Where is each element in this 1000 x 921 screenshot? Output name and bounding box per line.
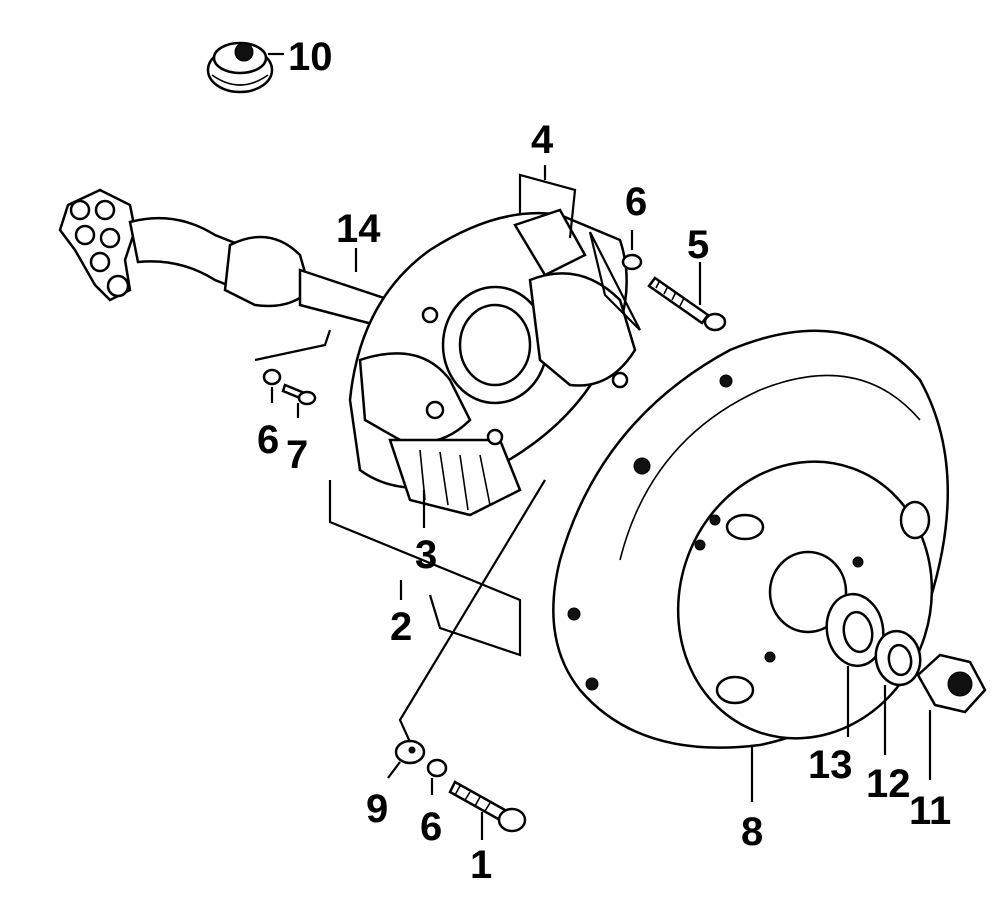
flywheel [552,329,950,749]
callout-3: 3 [415,533,437,577]
callout-7: 7 [286,433,308,477]
callout-1: 1 [470,843,492,887]
callout-14: 14 [336,207,381,251]
washer-9 [394,739,426,765]
screw-7 [281,383,317,406]
wire-harness [58,188,397,332]
callout-5: 5 [687,223,709,267]
callout-11: 11 [909,789,951,833]
lock-washer-12 [874,629,922,687]
leader-lines [254,52,932,840]
callout-4: 4 [531,118,554,162]
screw-1 [448,780,527,833]
washer-6-bottom [426,758,448,778]
callout-10: 10 [288,35,333,79]
stator-plate [348,208,637,517]
callout-6-top: 6 [625,180,647,224]
grommet [206,41,274,94]
washer-6-top [621,253,643,271]
callout-13: 13 [808,743,853,787]
callout-6-left: 6 [257,418,279,462]
screw-5 [647,276,727,332]
nut-11 [916,653,987,714]
washer-13 [825,592,885,668]
callout-6-bottom: 6 [420,805,442,849]
callout-labels: 10 14 4 6 5 6 7 3 2 9 6 1 8 13 12 11 [257,35,951,887]
callout-8: 8 [741,810,763,854]
callout-9: 9 [366,787,388,831]
callout-12: 12 [866,762,911,806]
callout-2: 2 [390,605,412,649]
washer-6-left [262,368,282,386]
